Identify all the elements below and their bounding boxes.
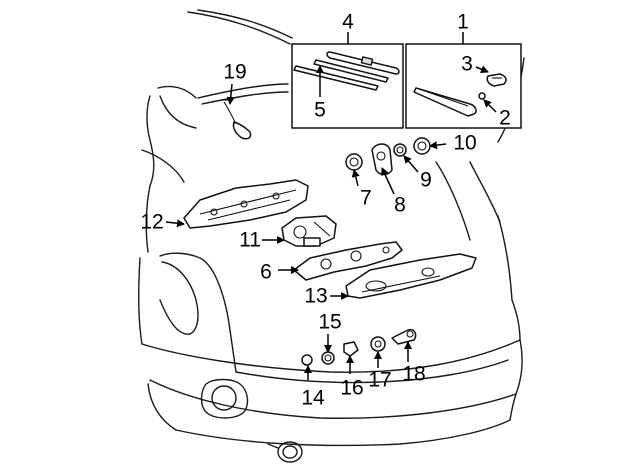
leader-10: [429, 141, 447, 150]
wiper-arm-inset: [405, 43, 522, 129]
part-18-bulb-socket: [391, 328, 417, 345]
leader-9: [403, 155, 419, 173]
callout-13: 13: [304, 285, 327, 308]
part-11-wiper-motor: [281, 215, 337, 247]
callout-2: 2: [499, 107, 511, 130]
callout-19: 19: [223, 61, 246, 84]
callout-18: 18: [402, 363, 425, 386]
wiper-blade-inset: [291, 43, 404, 129]
callout-7: 7: [360, 187, 372, 210]
part-13-garnish: [345, 253, 477, 299]
callout-10: 10: [453, 132, 476, 155]
part-9-washer: [393, 143, 407, 157]
part-16-nozzle: [343, 341, 359, 357]
callout-5: 5: [314, 99, 326, 122]
leader-19: [226, 83, 235, 105]
leader-7: [351, 169, 360, 187]
callout-11: 11: [239, 229, 261, 252]
callout-14: 14: [301, 387, 325, 410]
callout-16: 16: [340, 377, 363, 400]
callout-15: 15: [318, 311, 341, 334]
leader-3: [475, 65, 489, 73]
leader-lines: [165, 32, 497, 380]
callout-9: 9: [420, 169, 432, 192]
exhaust-tip: [267, 441, 303, 463]
part-10-cap-nut: [413, 137, 431, 155]
part-7-grommet: [345, 153, 363, 171]
callout-3: 3: [461, 53, 473, 76]
part-15-grommet: [321, 351, 335, 365]
callout-6: 6: [260, 261, 272, 284]
part-8-pivot-cover: [371, 143, 393, 176]
leader-8: [381, 167, 395, 195]
leader-2: [483, 99, 497, 113]
rear-reflector-lamp: [200, 378, 249, 419]
leader-12: [165, 219, 185, 228]
part-14-clip: [301, 354, 313, 366]
part-17-socket: [370, 336, 386, 352]
callout-4: 4: [342, 11, 354, 34]
part-6-link-bracket: [293, 241, 403, 281]
callout-labels: 1 2 3 4 5 6 7 8 9 10 11 12 13 14 15 16 1…: [140, 11, 511, 410]
callout-1: 1: [457, 11, 469, 34]
callout-17: 17: [368, 369, 391, 392]
callout-8: 8: [394, 194, 406, 217]
part-12-bracket: [183, 179, 309, 229]
part-19-washer-hose: [220, 99, 252, 140]
callout-12: 12: [140, 211, 163, 234]
